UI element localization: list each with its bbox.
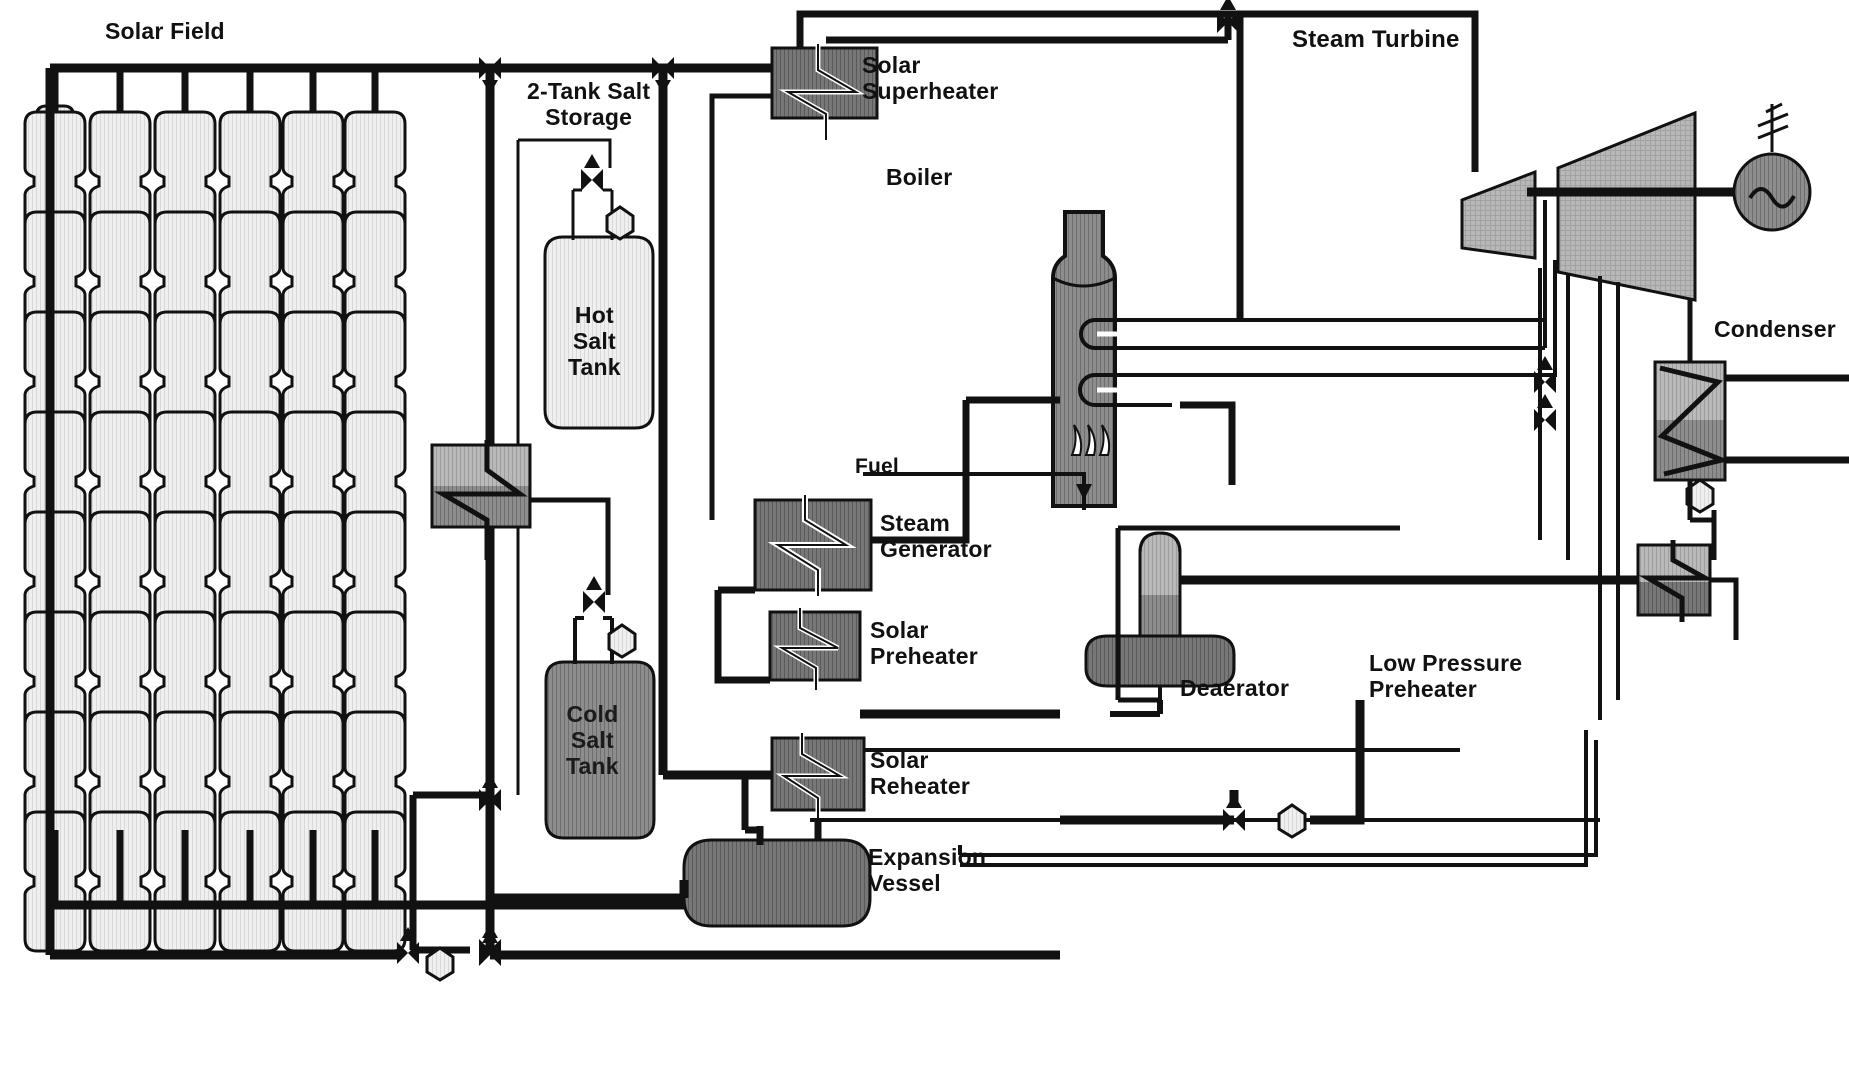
boiler — [863, 210, 1180, 510]
turbine-extraction-valve-2[interactable] — [1534, 394, 1556, 431]
lpp-zigzag-icon — [1638, 540, 1715, 622]
feedwater-pump[interactable] — [1277, 803, 1307, 839]
expansion-vessel — [682, 838, 872, 928]
hot-salt-tank-vessel — [543, 235, 655, 430]
two-tank-salt-storage — [516, 138, 775, 840]
htf-oil-pump[interactable] — [425, 946, 455, 982]
label-boiler: Boiler — [886, 164, 953, 190]
cold-salt-tank-vessel — [544, 660, 656, 840]
label-solar-superheater: Solar Superheater — [862, 52, 999, 104]
extraction-return-lines — [958, 730, 1598, 867]
label-expansion-vessel: Expansion Vessel — [868, 844, 987, 896]
turbine-extraction-valve-1[interactable] — [1534, 356, 1556, 393]
label-solar-preheater: Solar Preheater — [870, 617, 978, 669]
electric-generator — [1732, 152, 1812, 232]
hot-salt-valve[interactable] — [581, 154, 603, 191]
transmission-mast-icon — [1757, 102, 1789, 152]
condenser — [1653, 360, 1849, 482]
burner-flames-icon — [1070, 424, 1111, 456]
solar-preheater — [768, 608, 862, 690]
label-steam-generator: Steam Generator — [880, 510, 992, 562]
steam-turbine — [1460, 102, 1812, 302]
htf-oil-loop — [409, 791, 495, 955]
turbine-hp-stage — [1460, 169, 1537, 260]
deaerator-lower-piping — [1060, 700, 1365, 825]
solar-superheater — [709, 44, 879, 520]
generator-sine-icon — [1748, 187, 1796, 209]
turbine-lp-stage — [1556, 110, 1697, 302]
htf-loop-valve[interactable] — [397, 927, 419, 964]
label-cold-salt-tank: Cold Salt Tank — [566, 701, 619, 779]
field-return-valve[interactable] — [479, 774, 501, 811]
cold-salt-valve[interactable] — [583, 576, 605, 613]
label-salt-storage: 2-Tank Salt Storage — [527, 78, 651, 130]
steam-generator — [753, 495, 873, 596]
storage-charge-valve[interactable] — [652, 57, 674, 94]
lower-return-piping — [45, 905, 1060, 960]
label-deaerator: Deaerator — [1180, 675, 1290, 701]
solar-field-outlet-valve[interactable] — [479, 57, 501, 94]
exchanger-zigzag-icon — [433, 440, 528, 560]
label-low-pressure-preheater: Low Pressure Preheater — [1369, 650, 1523, 702]
label-steam-turbine: Steam Turbine — [1292, 26, 1460, 53]
label-condenser: Condenser — [1714, 316, 1836, 342]
label-solar-field: Solar Field — [105, 18, 225, 44]
condenser-zigzag-icon — [1657, 365, 1731, 477]
superheater-inlet-valve[interactable] — [1217, 0, 1239, 33]
water-steam-piping — [490, 10, 1739, 903]
solar-collectors — [23, 110, 407, 953]
fuel-arrow-icon — [1076, 484, 1092, 500]
hot-salt-pump[interactable] — [605, 205, 635, 241]
cold-salt-pump[interactable] — [607, 623, 637, 659]
solar-reheater — [770, 733, 866, 822]
label-solar-reheater: Solar Reheater — [870, 747, 971, 799]
salt-oil-heat-exchanger — [430, 440, 611, 595]
label-fuel: Fuel — [855, 455, 899, 478]
low-pressure-preheater — [1636, 478, 1715, 622]
deaerator — [1084, 531, 1236, 700]
label-hot-salt-tank: Hot Salt Tank — [568, 302, 621, 380]
